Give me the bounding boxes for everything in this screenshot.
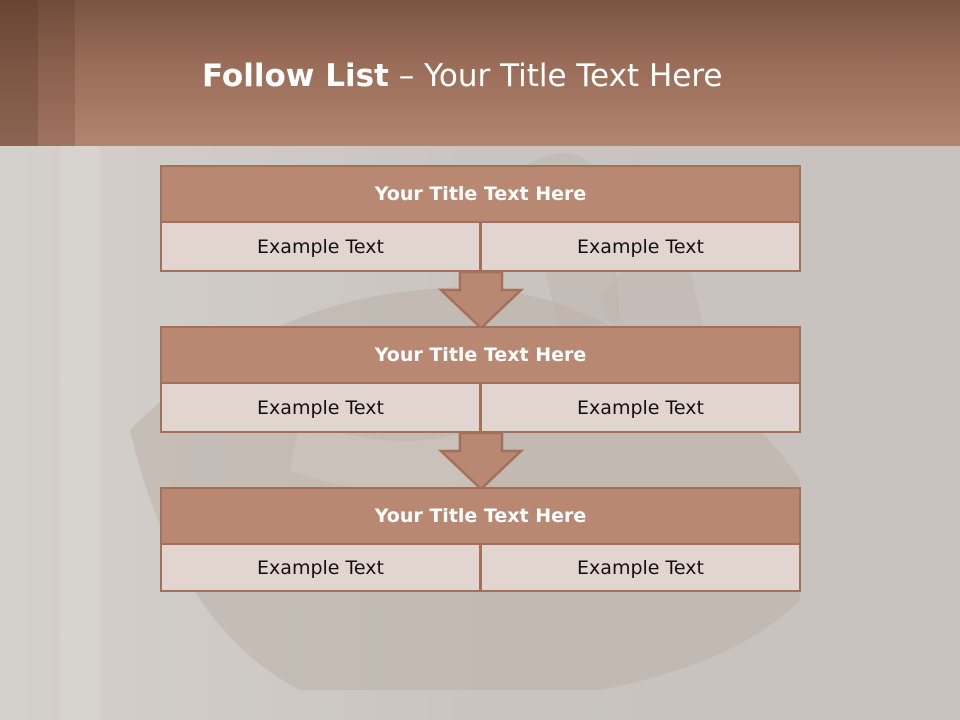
step-cell-right: Example Text: [480, 382, 801, 433]
header-accent-stripe: [0, 0, 38, 146]
header-accent-stripe: [38, 0, 75, 146]
slide-title-bold: Follow List: [202, 58, 389, 94]
step-cell-left: Example Text: [160, 382, 481, 433]
step-title: Your Title Text Here: [160, 487, 801, 545]
step-title: Your Title Text Here: [160, 326, 801, 384]
down-arrow-icon: [438, 431, 524, 491]
slide-title: Follow List – Your Title Text Here: [202, 56, 722, 96]
header-band: [0, 0, 960, 146]
step-title: Your Title Text Here: [160, 165, 801, 223]
down-arrow-icon: [438, 270, 524, 330]
step-cell-right: Example Text: [480, 543, 801, 592]
step-cell-left: Example Text: [160, 543, 481, 592]
slide-title-rest: – Your Title Text Here: [388, 58, 723, 94]
step-cell-right: Example Text: [480, 221, 801, 272]
step-cell-left: Example Text: [160, 221, 481, 272]
